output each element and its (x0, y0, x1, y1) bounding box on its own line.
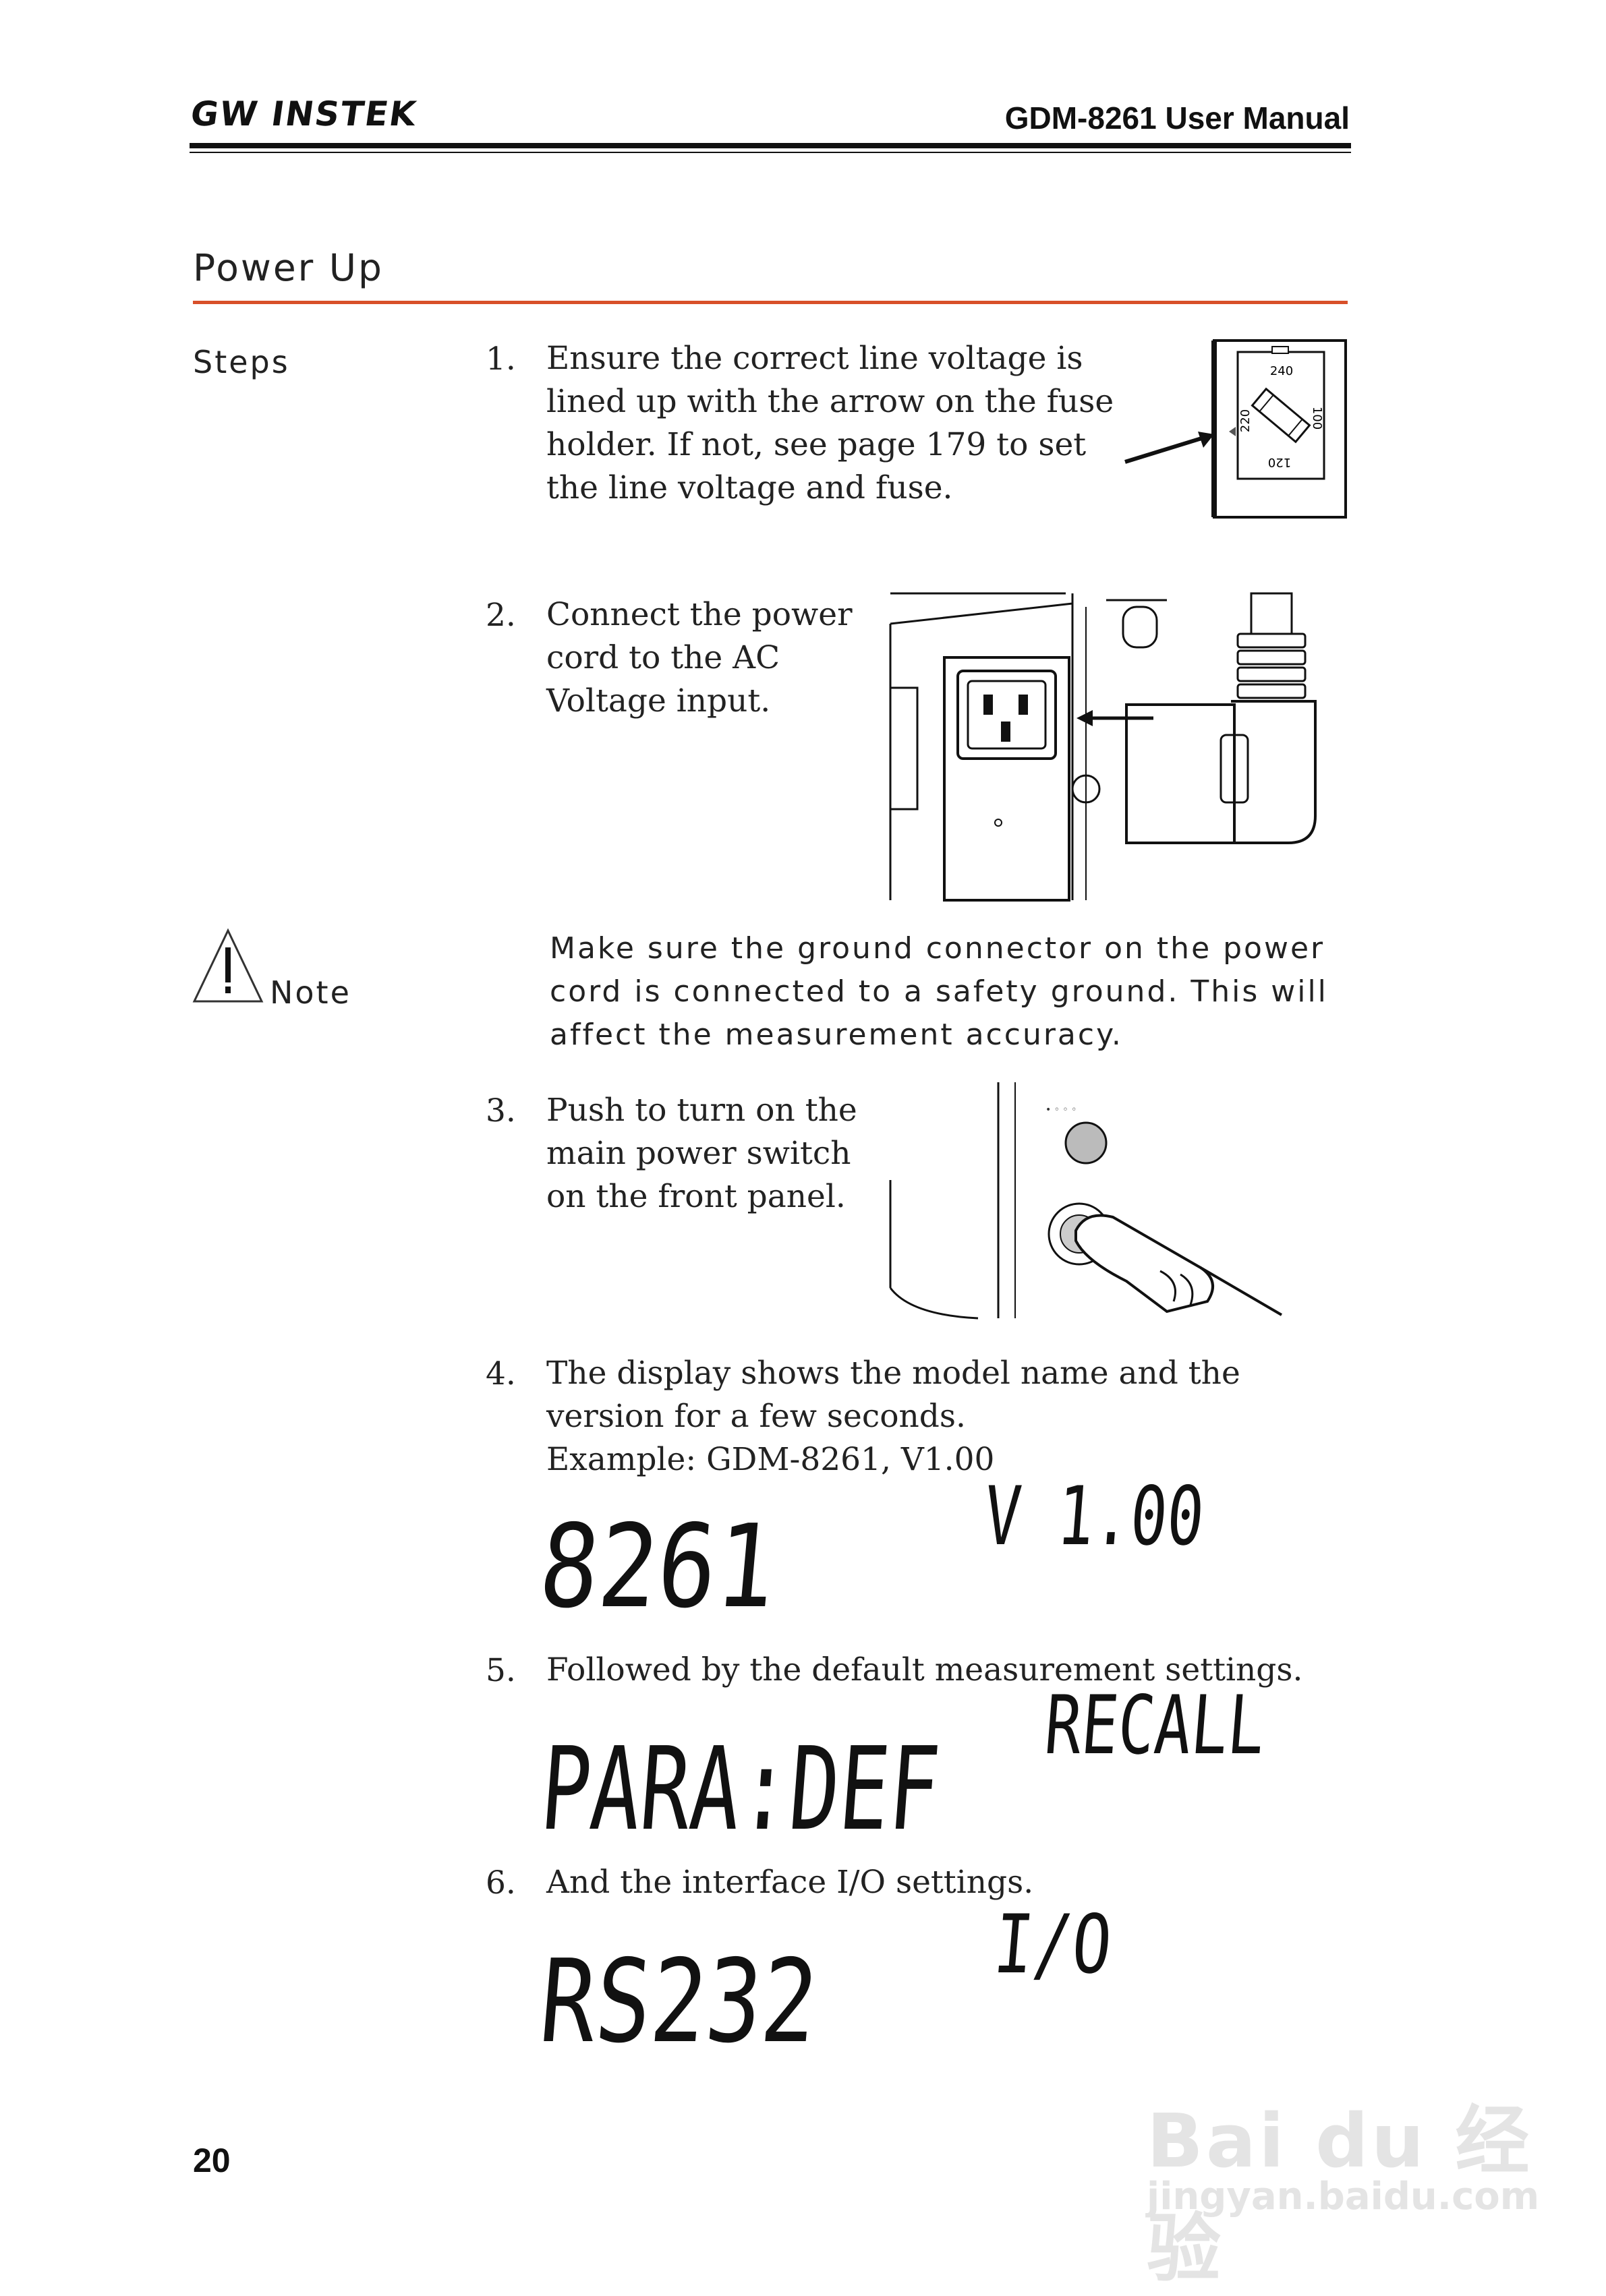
step-5-text: Followed by the default measurement sett… (546, 1651, 1303, 1688)
display-io-main: RS232 (535, 1935, 823, 2069)
brand-logo: GW INSTEK (188, 94, 420, 134)
note-text: Make sure the ground connector on the po… (550, 931, 1328, 1052)
display-default-sub: RECALL (1041, 1679, 1269, 1773)
page-number: 20 (193, 2142, 231, 2179)
steps-label: Steps (193, 344, 290, 380)
step-1-number: 1. (486, 341, 516, 378)
manual-title: GDM-8261 User Manual (1004, 100, 1350, 136)
watermark-brand: Bai du 经验 (1147, 2098, 1532, 2292)
watermark-url: jingyan.baidu.com (1147, 2175, 1540, 2218)
fuse-label-left: 220 (1238, 409, 1253, 432)
step-2-number: 2. (486, 597, 516, 634)
svg-text:• ◦ ◦ ◦: • ◦ ◦ ◦ (1045, 1105, 1077, 1115)
header-rule-thin (190, 152, 1351, 153)
fuse-label-right: 100 (1310, 407, 1324, 430)
power-cord-illustration (889, 592, 1317, 902)
section-title: Power Up (193, 246, 384, 289)
step-6-number: 6. (486, 1864, 516, 1902)
display-model-main: 8261 (534, 1500, 781, 1634)
section-rule (193, 301, 1348, 304)
power-switch-illustration: • ◦ ◦ ◦ (889, 1082, 1283, 1320)
step-2-text: Connect the power cord to the AC Voltage… (546, 596, 853, 719)
step-1-text: Ensure the correct line voltage is lined… (546, 340, 1114, 506)
fuse-holder-illustration: 240 100 120 220 (1124, 339, 1347, 519)
step-3-number: 3. (486, 1092, 516, 1129)
display-model-sub: V 1.00 (981, 1470, 1208, 1564)
note-label: Note (270, 974, 351, 1011)
display-default-main: PARA:DEF (536, 1723, 944, 1856)
fuse-label-bottom: 120 (1268, 455, 1291, 469)
step-5-number: 5. (486, 1652, 516, 1689)
warning-icon (192, 928, 264, 1003)
step-4-example: Example: GDM-8261, V1.00 (546, 1441, 995, 1478)
step-4-text: The display shows the model name and the… (546, 1355, 1240, 1435)
header-rule (190, 143, 1351, 148)
display-io-sub: I/O (990, 1898, 1116, 1992)
fuse-label-top: 240 (1270, 364, 1293, 378)
step-4-number: 4. (486, 1355, 516, 1392)
step-6-text: And the interface I/O settings. (546, 1864, 1034, 1901)
step-3-text: Push to turn on the main power switch on… (546, 1092, 857, 1215)
